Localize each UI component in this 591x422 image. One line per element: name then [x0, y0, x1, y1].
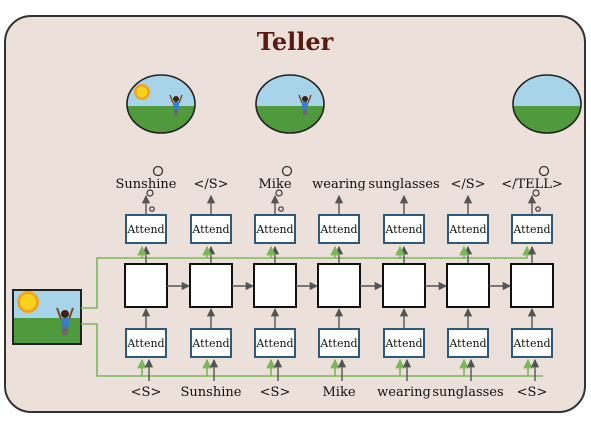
output-word: wearing	[312, 177, 366, 192]
attend-box-bottom: Attend	[511, 328, 553, 358]
rnn-cell	[382, 263, 426, 308]
output-word: </S>	[450, 177, 485, 192]
attend-label: Attend	[448, 337, 486, 350]
attend-box-bottom: Attend	[383, 328, 425, 358]
image-feed-line-bottom	[81, 323, 543, 377]
attend-label: Attend	[512, 337, 550, 350]
sun-icon	[134, 84, 150, 100]
attend-box-top: Attend	[125, 214, 167, 244]
attend-label: Attend	[319, 337, 357, 350]
attend-label: Attend	[191, 223, 229, 236]
rnn-cell	[189, 263, 233, 308]
rnn-cell	[510, 263, 554, 308]
attend-box-top: Attend	[383, 214, 425, 244]
output-word: </S>	[193, 177, 228, 192]
attend-label: Attend	[512, 223, 550, 236]
rnn-cell	[317, 263, 361, 308]
rnn-cell	[253, 263, 297, 308]
attend-box-bottom: Attend	[190, 328, 232, 358]
kid-icon	[298, 94, 312, 115]
input-word: sunglasses	[432, 385, 503, 400]
attend-label: Attend	[319, 223, 357, 236]
attend-box-top: Attend	[190, 214, 232, 244]
input-word: <S>	[131, 385, 162, 400]
attend-box-bottom: Attend	[447, 328, 489, 358]
output-word: Sunshine	[116, 177, 177, 192]
input-word: <S>	[517, 385, 548, 400]
attend-label: Attend	[384, 337, 422, 350]
kid-icon	[169, 94, 183, 115]
output-word: Mike	[258, 177, 291, 192]
attend-label: Attend	[191, 337, 229, 350]
attend-box-bottom: Attend	[125, 328, 167, 358]
rnn-cell	[446, 263, 490, 308]
output-word: </TELL>	[501, 177, 563, 192]
output-word: sunglasses	[368, 177, 439, 192]
diagram-title: Teller	[257, 27, 334, 56]
attend-box-bottom: Attend	[318, 328, 360, 358]
attend-box-bottom: Attend	[254, 328, 296, 358]
input-scene-image	[12, 289, 82, 345]
sun-icon	[17, 291, 39, 313]
input-word: Mike	[322, 385, 355, 400]
attend-label: Attend	[255, 337, 293, 350]
attend-label: Attend	[384, 223, 422, 236]
attend-label: Attend	[126, 223, 164, 236]
attend-label: Attend	[255, 223, 293, 236]
rnn-cell	[124, 263, 168, 308]
attend-box-top: Attend	[254, 214, 296, 244]
attend-box-top: Attend	[318, 214, 360, 244]
attend-label: Attend	[126, 337, 164, 350]
attend-box-top: Attend	[447, 214, 489, 244]
input-word: <S>	[260, 385, 291, 400]
kid-icon	[56, 307, 74, 335]
attend-label: Attend	[448, 223, 486, 236]
input-word: wearing	[377, 385, 431, 400]
input-word: Sunshine	[181, 385, 242, 400]
image-feed-line-top	[81, 245, 532, 309]
attend-box-top: Attend	[511, 214, 553, 244]
